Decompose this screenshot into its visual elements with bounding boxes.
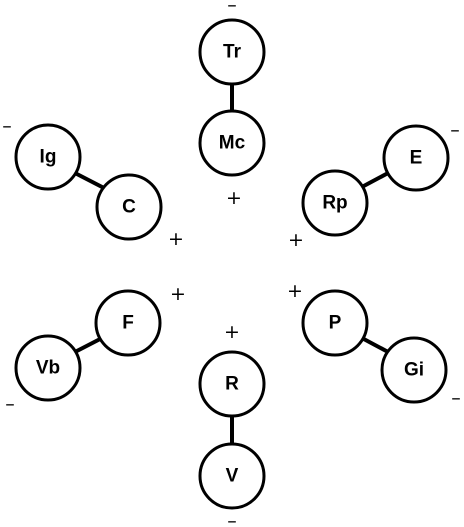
node-ig-label: Ig bbox=[40, 147, 57, 168]
edge-f-vb bbox=[72, 335, 105, 355]
node-c-label: C bbox=[122, 197, 136, 218]
node-e-label: E bbox=[410, 148, 423, 169]
node-rp-label: Rp bbox=[322, 193, 347, 214]
node-f-circle bbox=[94, 289, 162, 357]
node-mc-label: Mc bbox=[219, 133, 246, 154]
node-v-label: V bbox=[226, 466, 239, 487]
sign-r-plus: + bbox=[224, 321, 240, 343]
sign-c-plus: + bbox=[168, 228, 184, 250]
node-mc-circle bbox=[198, 109, 266, 177]
node-f-label: F bbox=[122, 313, 134, 334]
node-r-circle bbox=[198, 350, 266, 418]
edge-e-rp bbox=[359, 170, 391, 190]
sign-tr-minus: – bbox=[227, 0, 237, 16]
node-e-circle bbox=[382, 124, 450, 192]
node-p-circle bbox=[301, 289, 369, 357]
sign-e-minus: – bbox=[450, 119, 460, 141]
sign-f-plus: + bbox=[170, 283, 186, 305]
node-gi-circle bbox=[380, 336, 448, 404]
edge-p-gi bbox=[359, 335, 391, 355]
pair-top: – Tr Mc + bbox=[198, 0, 266, 209]
sign-mc-plus: + bbox=[226, 187, 242, 209]
sign-p-plus: + bbox=[287, 280, 303, 302]
sign-v-minus: – bbox=[227, 510, 237, 527]
pair-top-left: – Ig C + bbox=[2, 115, 184, 250]
node-r-label: R bbox=[225, 374, 239, 395]
node-vb-label: Vb bbox=[36, 358, 60, 379]
sign-ig-minus: – bbox=[2, 115, 12, 137]
pair-bottom: + R V – bbox=[198, 321, 266, 527]
edge-ig-c bbox=[72, 170, 105, 190]
node-ig-circle bbox=[14, 123, 82, 191]
node-v-circle bbox=[198, 442, 266, 510]
node-p-label: P bbox=[329, 313, 342, 334]
pair-bottom-right: + P Gi – bbox=[287, 280, 461, 409]
sign-rp-plus: + bbox=[288, 229, 304, 251]
pair-bottom-left: + F Vb – bbox=[5, 283, 186, 415]
node-c-circle bbox=[95, 173, 163, 241]
node-gi-label: Gi bbox=[404, 360, 424, 381]
sign-vb-minus: – bbox=[5, 393, 15, 415]
node-vb-circle bbox=[14, 334, 82, 402]
node-tr-circle bbox=[198, 18, 266, 86]
node-rp-circle bbox=[301, 169, 369, 237]
node-tr-label: Tr bbox=[223, 42, 242, 63]
sign-gi-minus: – bbox=[451, 387, 461, 409]
pair-top-right: – E Rp + bbox=[288, 119, 460, 251]
